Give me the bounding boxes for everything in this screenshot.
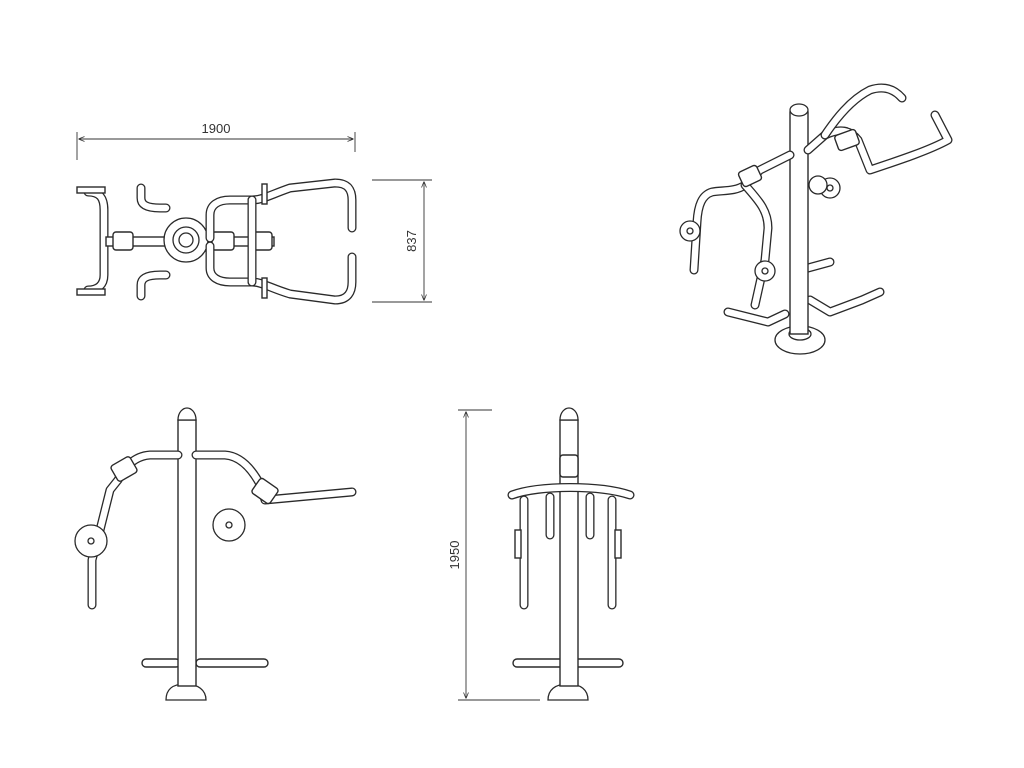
top-central-post bbox=[163, 217, 209, 263]
depth-dimension: 837 bbox=[372, 179, 432, 303]
top-left-handle bbox=[76, 186, 109, 296]
front-view: 1950 bbox=[447, 407, 635, 701]
height-dimension-label: 1950 bbox=[447, 541, 462, 570]
iso-post bbox=[789, 111, 809, 335]
top-view: 1900 837 bbox=[76, 121, 432, 305]
side-post bbox=[177, 419, 197, 687]
depth-dimension-label: 837 bbox=[404, 230, 419, 252]
width-dimension-label: 1900 bbox=[202, 121, 231, 136]
isometric-view bbox=[679, 83, 953, 355]
top-small-bars bbox=[136, 183, 171, 301]
top-right-frame bbox=[205, 178, 357, 305]
side-view bbox=[74, 407, 357, 701]
width-dimension: 1900 bbox=[76, 121, 356, 160]
height-dimension: 1950 bbox=[447, 409, 540, 701]
